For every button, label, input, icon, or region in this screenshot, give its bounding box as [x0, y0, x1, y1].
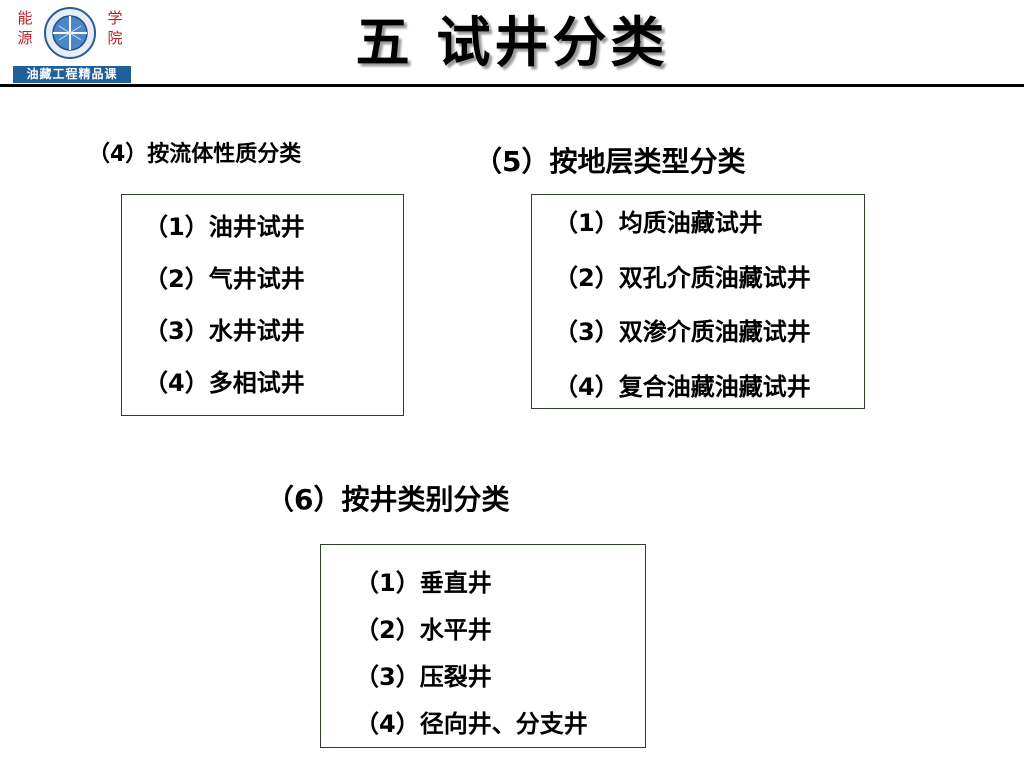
logo-left-text: 能 源 [17, 9, 33, 47]
course-label: 油藏工程精品课 [13, 66, 131, 83]
logo-right-text: 学 院 [107, 9, 123, 47]
heading-fluid-classification: （4）按流体性质分类 [88, 142, 302, 167]
list-item: （3）压裂井 [355, 663, 492, 691]
list-item: （2）气井试井 [144, 265, 305, 293]
heading-formation-classification: （5）按地层类型分类 [474, 145, 746, 178]
fluid-list-box: （1）油井试井 （2）气井试井 （3）水井试井 （4）多相试井 [121, 194, 404, 416]
list-item: （2）水平井 [355, 616, 492, 644]
list-item: （2）双孔介质油藏试井 [554, 264, 811, 292]
university-emblem-icon [44, 7, 96, 59]
list-item: （3）双渗介质油藏试井 [554, 318, 811, 346]
heading-well-type-classification: （6）按井类别分类 [266, 483, 510, 516]
list-item: （4）多相试井 [144, 369, 305, 397]
well-type-list-box: （1）垂直井 （2）水平井 （3）压裂井 （4）径向井、分支井 [320, 544, 646, 748]
list-item: （4）径向井、分支井 [355, 710, 588, 738]
slide-title: 五 试井分类 [355, 11, 669, 74]
list-item: （1）垂直井 [355, 569, 492, 597]
school-logo: 能 源 学 院 油藏工程精品课 [13, 6, 131, 83]
list-item: （3）水井试井 [144, 317, 305, 345]
list-item: （4）复合油藏油藏试井 [554, 373, 811, 401]
list-item: （1）均质油藏试井 [554, 209, 763, 237]
list-item: （1）油井试井 [144, 213, 305, 241]
formation-list-box: （1）均质油藏试井 （2）双孔介质油藏试井 （3）双渗介质油藏试井 （4）复合油… [531, 194, 865, 409]
title-divider [0, 84, 1024, 87]
